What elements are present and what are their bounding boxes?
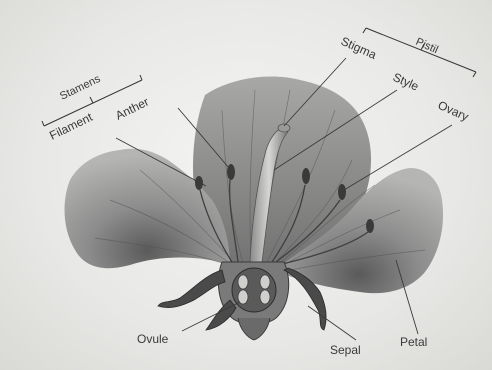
label-anther: Anther bbox=[113, 95, 151, 123]
label-ovary: Ovary bbox=[436, 98, 471, 124]
label-stamens: Stamens bbox=[58, 73, 103, 103]
label-stigma: Stigma bbox=[339, 34, 379, 62]
label-petal: Petal bbox=[400, 335, 427, 349]
label-pistil: Pistil bbox=[414, 36, 440, 56]
label-sepal: Sepal bbox=[330, 343, 361, 357]
label-ovule: Ovule bbox=[137, 332, 169, 346]
label-filament: Filament bbox=[47, 110, 95, 143]
label-style: Style bbox=[391, 70, 421, 94]
